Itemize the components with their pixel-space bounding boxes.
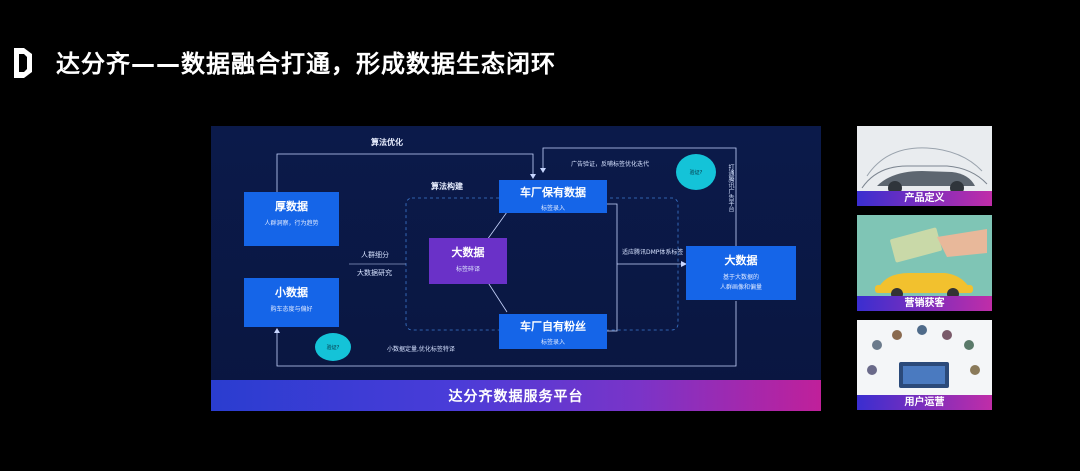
crowd-segment-label: 人群细分 (361, 251, 389, 259)
core-data-sub: 标签碎译 (455, 266, 480, 273)
verify-bubble-top: 验证? (676, 154, 716, 190)
diagram-panel: 算法优化 算法构建 厚数据 人群洞察，行为趋势 小数据 购车态度与偏好 人群细分… (211, 126, 821, 411)
core-data-title: 大数据 (451, 246, 485, 259)
big-data-research-label: 大数据研究 (357, 269, 392, 277)
big-data-sub2: 人群画像和偏量 (719, 284, 762, 291)
oem-owned-data-box: 车厂保有数据 标签录入 (499, 180, 607, 213)
oem-fans-box: 车厂自有粉丝 标签录入 (499, 314, 607, 349)
card-caption-product: 产品定义 (857, 191, 992, 206)
card-caption-marketing: 营销获客 (857, 296, 992, 311)
small-data-box: 小数据 购车态度与偏好 (244, 278, 339, 327)
oem-fans-sub: 标签录入 (540, 339, 565, 346)
thick-data-box: 厚数据 人群洞察，行为趋势 (244, 192, 339, 246)
algorithm-optimization-label: 算法优化 (371, 138, 403, 147)
small-data-sub: 购车态度与偏好 (270, 306, 313, 313)
tencent-dmp-label: 适应腾讯DMP体系标签 (622, 249, 684, 256)
verify-bubble-bottom: 验证? (315, 333, 351, 361)
users-network-illustration (867, 325, 980, 388)
brand-logo-icon (14, 48, 32, 78)
thick-data-title: 厚数据 (275, 200, 308, 213)
core-data-box: 大数据 标签碎译 (429, 238, 507, 284)
algorithm-build-label: 算法构建 (431, 182, 463, 191)
card-marketing-acquisition: 营销获客 (857, 215, 992, 311)
big-data-box: 大数据 基于大数据的 人群画像和偏量 (686, 246, 796, 300)
big-data-title: 大数据 (724, 254, 758, 267)
card-user-operations: 用户运营 (857, 320, 992, 410)
card-caption-users: 用户运营 (857, 395, 992, 410)
small-data-quant-label: 小数据定量,优化标签特译 (387, 346, 455, 353)
ad-verify-label: 广告验证，反哺标签优化迭代 (571, 161, 650, 168)
big-data-sub1: 基于大数据的 (722, 274, 759, 281)
vertical-note-label: 打通腾讯广告平台 (727, 164, 734, 212)
money-car-illustration (875, 227, 987, 300)
oem-owned-title: 车厂保有数据 (520, 186, 586, 199)
oem-fans-title: 车厂自有粉丝 (520, 320, 586, 333)
card-product-definition: 产品定义 (857, 126, 992, 206)
platform-footer-banner: 达分齐数据服务平台 (211, 380, 821, 411)
thick-data-sub: 人群洞察，行为趋势 (264, 220, 319, 227)
oem-owned-sub: 标签录入 (540, 205, 565, 212)
page-title: 达分齐——数据融合打通，形成数据生态闭环 (56, 50, 556, 78)
small-data-title: 小数据 (275, 286, 308, 299)
